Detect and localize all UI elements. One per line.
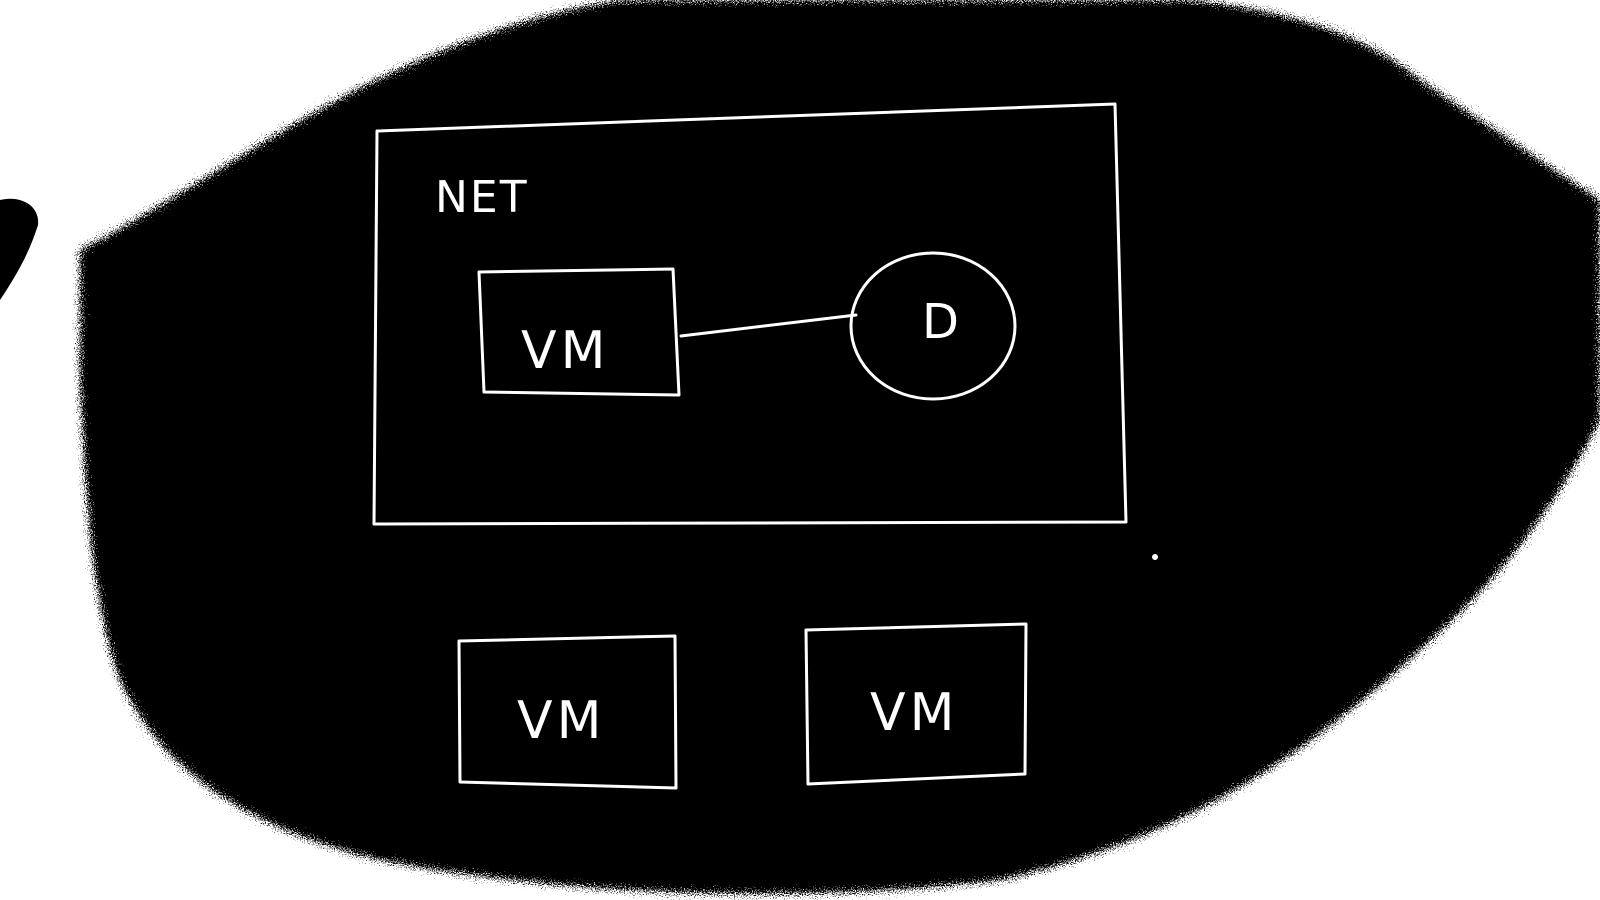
network-vm-node: VM (477, 267, 681, 397)
standalone-vm-node: VM (804, 622, 1028, 786)
network-vm-box (477, 267, 681, 397)
database-label: D (922, 294, 959, 350)
standalone-vm-label: VM (517, 691, 605, 751)
standalone-vm-label: VM (870, 683, 958, 743)
network-label: NET (435, 172, 529, 223)
standalone-vm-box (804, 622, 1028, 786)
standalone-vm-box (457, 634, 678, 790)
chalk-dot (1152, 554, 1158, 560)
standalone-vm-node: VM (457, 634, 678, 790)
network-vm-label: VM (521, 321, 609, 381)
network-boundary (372, 102, 1128, 526)
database-node: D (849, 251, 1017, 401)
vm-database-link (679, 313, 858, 338)
edge-smudge (0, 198, 39, 300)
blackboard-area (80, 0, 1600, 894)
database-circle (849, 251, 1017, 401)
